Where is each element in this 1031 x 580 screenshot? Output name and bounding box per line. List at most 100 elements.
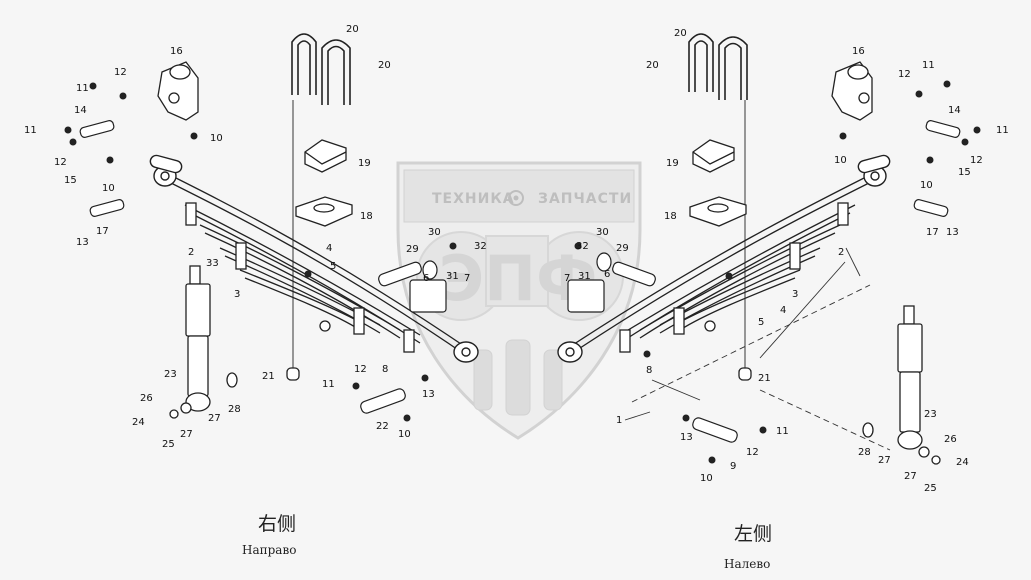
watermark-text-right: ЗАПЧАСТИ [538, 191, 632, 207]
callout-label: 18 [664, 211, 677, 222]
callout-label: 12 [970, 155, 983, 166]
callout-label: 12 [746, 447, 759, 458]
callout-label: 10 [920, 180, 933, 191]
callout-label: 31 [578, 271, 591, 282]
callout-label: 20 [646, 60, 659, 71]
small-fasteners [64, 80, 981, 464]
callout-label: 7 [564, 273, 570, 284]
callout-label: 28 [228, 404, 241, 415]
callout-label: 27 [180, 429, 193, 440]
gear-icon [508, 190, 524, 206]
callout-label: 22 [376, 421, 389, 432]
callout-label: 26 [140, 393, 153, 404]
shock-absorber-right [169, 265, 238, 419]
callout-label: 15 [64, 175, 77, 186]
callout-label: 20 [346, 24, 359, 35]
callout-label: 12 [898, 69, 911, 80]
u-bolts [291, 33, 748, 105]
callout-label: 23 [924, 409, 937, 420]
reference-lines [624, 247, 891, 451]
callout-label: 27 [208, 413, 221, 424]
callout-label: 14 [948, 105, 961, 116]
callout-label: 11 [776, 426, 789, 437]
callout-label: 29 [406, 244, 419, 255]
callout-label: 6 [423, 273, 429, 284]
callout-label: 32 [576, 241, 589, 252]
spring-eyes [149, 154, 891, 363]
callout-label: 32 [474, 241, 487, 252]
callout-label: 31 [446, 271, 459, 282]
callout-label: 24 [956, 457, 969, 468]
callout-label: 30 [428, 227, 441, 238]
callout-label: 33 [206, 258, 219, 269]
callout-label: 20 [674, 28, 687, 39]
spring-pads [295, 139, 747, 227]
callout-label: 11 [24, 125, 37, 136]
callout-label: 13 [76, 237, 89, 248]
callout-label: 30 [596, 227, 609, 238]
callout-label: 12 [54, 157, 67, 168]
callout-label: 10 [834, 155, 847, 166]
callout-label: 3 [792, 289, 798, 300]
callout-label: 23 [164, 369, 177, 380]
callout-label: 16 [170, 46, 183, 57]
callout-label: 14 [74, 105, 87, 116]
callout-label: 7 [464, 273, 470, 284]
callout-label: 13 [422, 389, 435, 400]
callout-label: 10 [700, 473, 713, 484]
caption-right-cn: 右侧 [258, 513, 296, 535]
callout-label: 16 [852, 46, 865, 57]
callout-label: 4 [326, 243, 332, 254]
callouts-right: 20 20 16 12 11 14 11 12 10 15 10 19 18 1… [24, 24, 487, 450]
callout-label: 4 [780, 305, 786, 316]
callout-label: 15 [958, 167, 971, 178]
shock-absorber-left [862, 305, 941, 465]
caption-right-ru: Направо [242, 543, 296, 557]
callout-label: 9 [730, 461, 736, 472]
callout-label: 2 [188, 247, 194, 258]
callout-label: 2 [838, 247, 844, 258]
callout-label: 11 [322, 379, 335, 390]
callout-label: 12 [354, 364, 367, 375]
callout-label: 11 [76, 83, 89, 94]
spring-pins [79, 120, 961, 443]
u-bolt-nuts [286, 367, 752, 381]
callout-label: 21 [262, 371, 275, 382]
callout-label: 29 [616, 243, 629, 254]
caption-left-cn: 左侧 [734, 523, 772, 545]
callout-label: 13 [680, 432, 693, 443]
left-leaf-spring [564, 169, 881, 359]
spring-clips [185, 202, 849, 353]
callout-label: 21 [758, 373, 771, 384]
callout-label: 25 [162, 439, 175, 450]
callout-label: 11 [922, 60, 935, 71]
callout-label: 27 [904, 471, 917, 482]
callout-label: 5 [330, 261, 336, 272]
callout-label: 13 [946, 227, 959, 238]
callout-label: 17 [96, 226, 109, 237]
callout-label: 27 [878, 455, 891, 466]
callout-label: 19 [358, 158, 371, 169]
callout-label: 8 [646, 365, 652, 376]
callout-label: 18 [360, 211, 373, 222]
callout-label: 25 [924, 483, 937, 494]
callouts-left: 20 20 16 12 11 14 11 12 10 15 10 19 18 1… [564, 28, 1009, 494]
brackets [157, 61, 873, 121]
watermark-text-left: ТЕХНИКА [432, 191, 515, 207]
callout-label: 19 [666, 158, 679, 169]
u-bolt-leader-lines [292, 100, 746, 372]
callout-label: 20 [378, 60, 391, 71]
callout-label: 24 [132, 417, 145, 428]
callout-label: 26 [944, 434, 957, 445]
callout-label: 28 [858, 447, 871, 458]
callout-label: 3 [234, 289, 240, 300]
callout-label: 5 [758, 317, 764, 328]
watermark: ТЕХНИКА ЗАПЧАСТИ ЭПФ [396, 161, 642, 440]
callout-label: 10 [210, 133, 223, 144]
callout-label: 8 [382, 364, 388, 375]
callout-label: 12 [114, 67, 127, 78]
callout-label: 10 [398, 429, 411, 440]
callout-label: 10 [102, 183, 115, 194]
callout-label: 6 [604, 269, 610, 280]
